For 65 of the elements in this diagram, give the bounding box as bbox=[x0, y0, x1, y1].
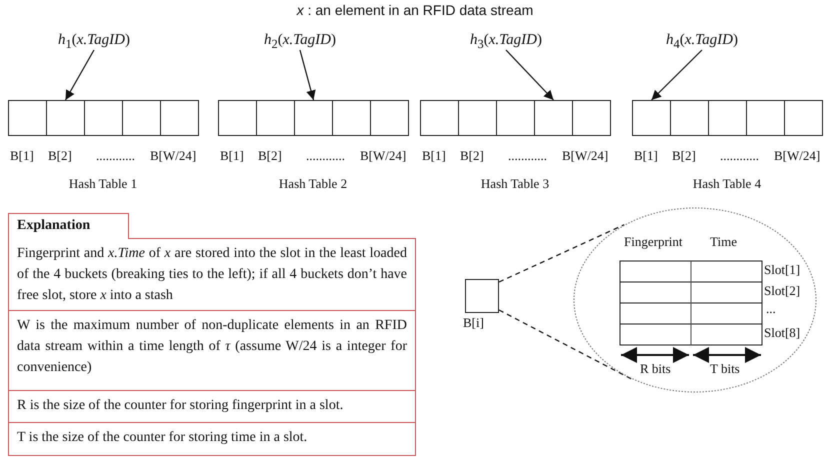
bucket-cell bbox=[332, 100, 371, 136]
explanation-row: T is the size of the counter for storing time in a slot. bbox=[8, 422, 416, 456]
zoom-line bbox=[498, 309, 632, 380]
explanation-row: W is the maximum number of non-duplicate elements in an RFID data stream within a time length of τ (assume W/24 is a integer for convenience) bbox=[8, 310, 416, 391]
bucket-cell bbox=[458, 100, 497, 136]
bucket-cell bbox=[420, 100, 459, 136]
bucket-cell bbox=[534, 100, 573, 136]
bucket-cell bbox=[294, 100, 333, 136]
hash-function-label: h$_{4}$(x.TagID) bbox=[666, 32, 738, 52]
bucket-cell bbox=[708, 100, 747, 136]
table-caption: Hash Table 3 bbox=[480, 176, 550, 192]
ellipsis: ............ bbox=[306, 148, 345, 164]
table-header: Explanation bbox=[8, 213, 129, 239]
hash-function-label: h$_{1}$(x.TagID) bbox=[58, 32, 130, 52]
bucket-index: B[2] bbox=[258, 148, 282, 164]
slot-label: Slot[8] bbox=[764, 325, 800, 341]
arrow bbox=[64, 50, 94, 100]
bucket-cell bbox=[46, 100, 85, 136]
bucket-index: B[1] bbox=[422, 148, 446, 164]
ellipsis: ............ bbox=[96, 148, 135, 164]
explanation-row: Fingerprint and x.Time of x are stored into the slot in the least loaded of the 4 buckets (breaking ties to the left); if all 4 buckets don’t have free slot, store x into a stash bbox=[8, 238, 416, 311]
zoom-line bbox=[498, 224, 624, 283]
bucket-cell bbox=[370, 100, 409, 136]
slot-label: Slot[2] bbox=[764, 283, 800, 299]
bucket-index: B[W/24] bbox=[360, 148, 406, 164]
table-caption: Hash Table 4 bbox=[692, 176, 762, 192]
bucket-index: B[2] bbox=[672, 148, 696, 164]
arrow bbox=[299, 50, 316, 100]
bucket-index: B[2] bbox=[460, 148, 484, 164]
bucket-index: B[W/24] bbox=[150, 148, 196, 164]
arrow bbox=[506, 50, 554, 100]
column-header: Fingerprint bbox=[624, 234, 682, 250]
ellipsis: ............ bbox=[508, 148, 547, 164]
bucket-cell bbox=[8, 100, 47, 136]
bucket-cell bbox=[256, 100, 295, 136]
slot-label: Slot[1] bbox=[764, 262, 800, 278]
hash-function-label: h$_{3}$(x.TagID) bbox=[470, 32, 542, 52]
dimension-label: R bits bbox=[640, 361, 671, 377]
bucket-index: B[1] bbox=[634, 148, 658, 164]
arrow bbox=[651, 50, 702, 100]
bucket-cell bbox=[632, 100, 671, 136]
bucket-cell bbox=[218, 100, 257, 136]
bucket-index: B[1] bbox=[220, 148, 244, 164]
bucket-cell bbox=[670, 100, 709, 136]
explanation-row: R is the size of the counter for storing fingerprint in a slot. bbox=[8, 390, 416, 423]
bucket-caption: B[i] bbox=[463, 315, 484, 331]
table-caption: Hash Table 2 bbox=[278, 176, 348, 192]
table-caption: Hash Table 1 bbox=[68, 176, 138, 192]
bucket-cell bbox=[784, 100, 823, 136]
bucket-cell bbox=[572, 100, 611, 136]
bucket-index: B[2] bbox=[48, 148, 72, 164]
bucket-index: B[W/24] bbox=[774, 148, 820, 164]
ellipsis: ............ bbox=[720, 148, 759, 164]
bucket-index: B[W/24] bbox=[562, 148, 608, 164]
hash-function-label: h$_{2}$(x.TagID) bbox=[264, 32, 336, 52]
ellipsis: ... bbox=[766, 301, 776, 317]
bucket-cell bbox=[496, 100, 535, 136]
bucket-cell bbox=[84, 100, 123, 136]
bucket-cell bbox=[122, 100, 161, 136]
bucket-index: B[1] bbox=[10, 148, 34, 164]
title: x : an element in an RFID data stream bbox=[295, 2, 534, 18]
bucket-cell bbox=[160, 100, 199, 136]
dimension-label: T bits bbox=[710, 361, 740, 377]
column-header: Time bbox=[710, 234, 737, 250]
bucket-cell bbox=[746, 100, 785, 136]
